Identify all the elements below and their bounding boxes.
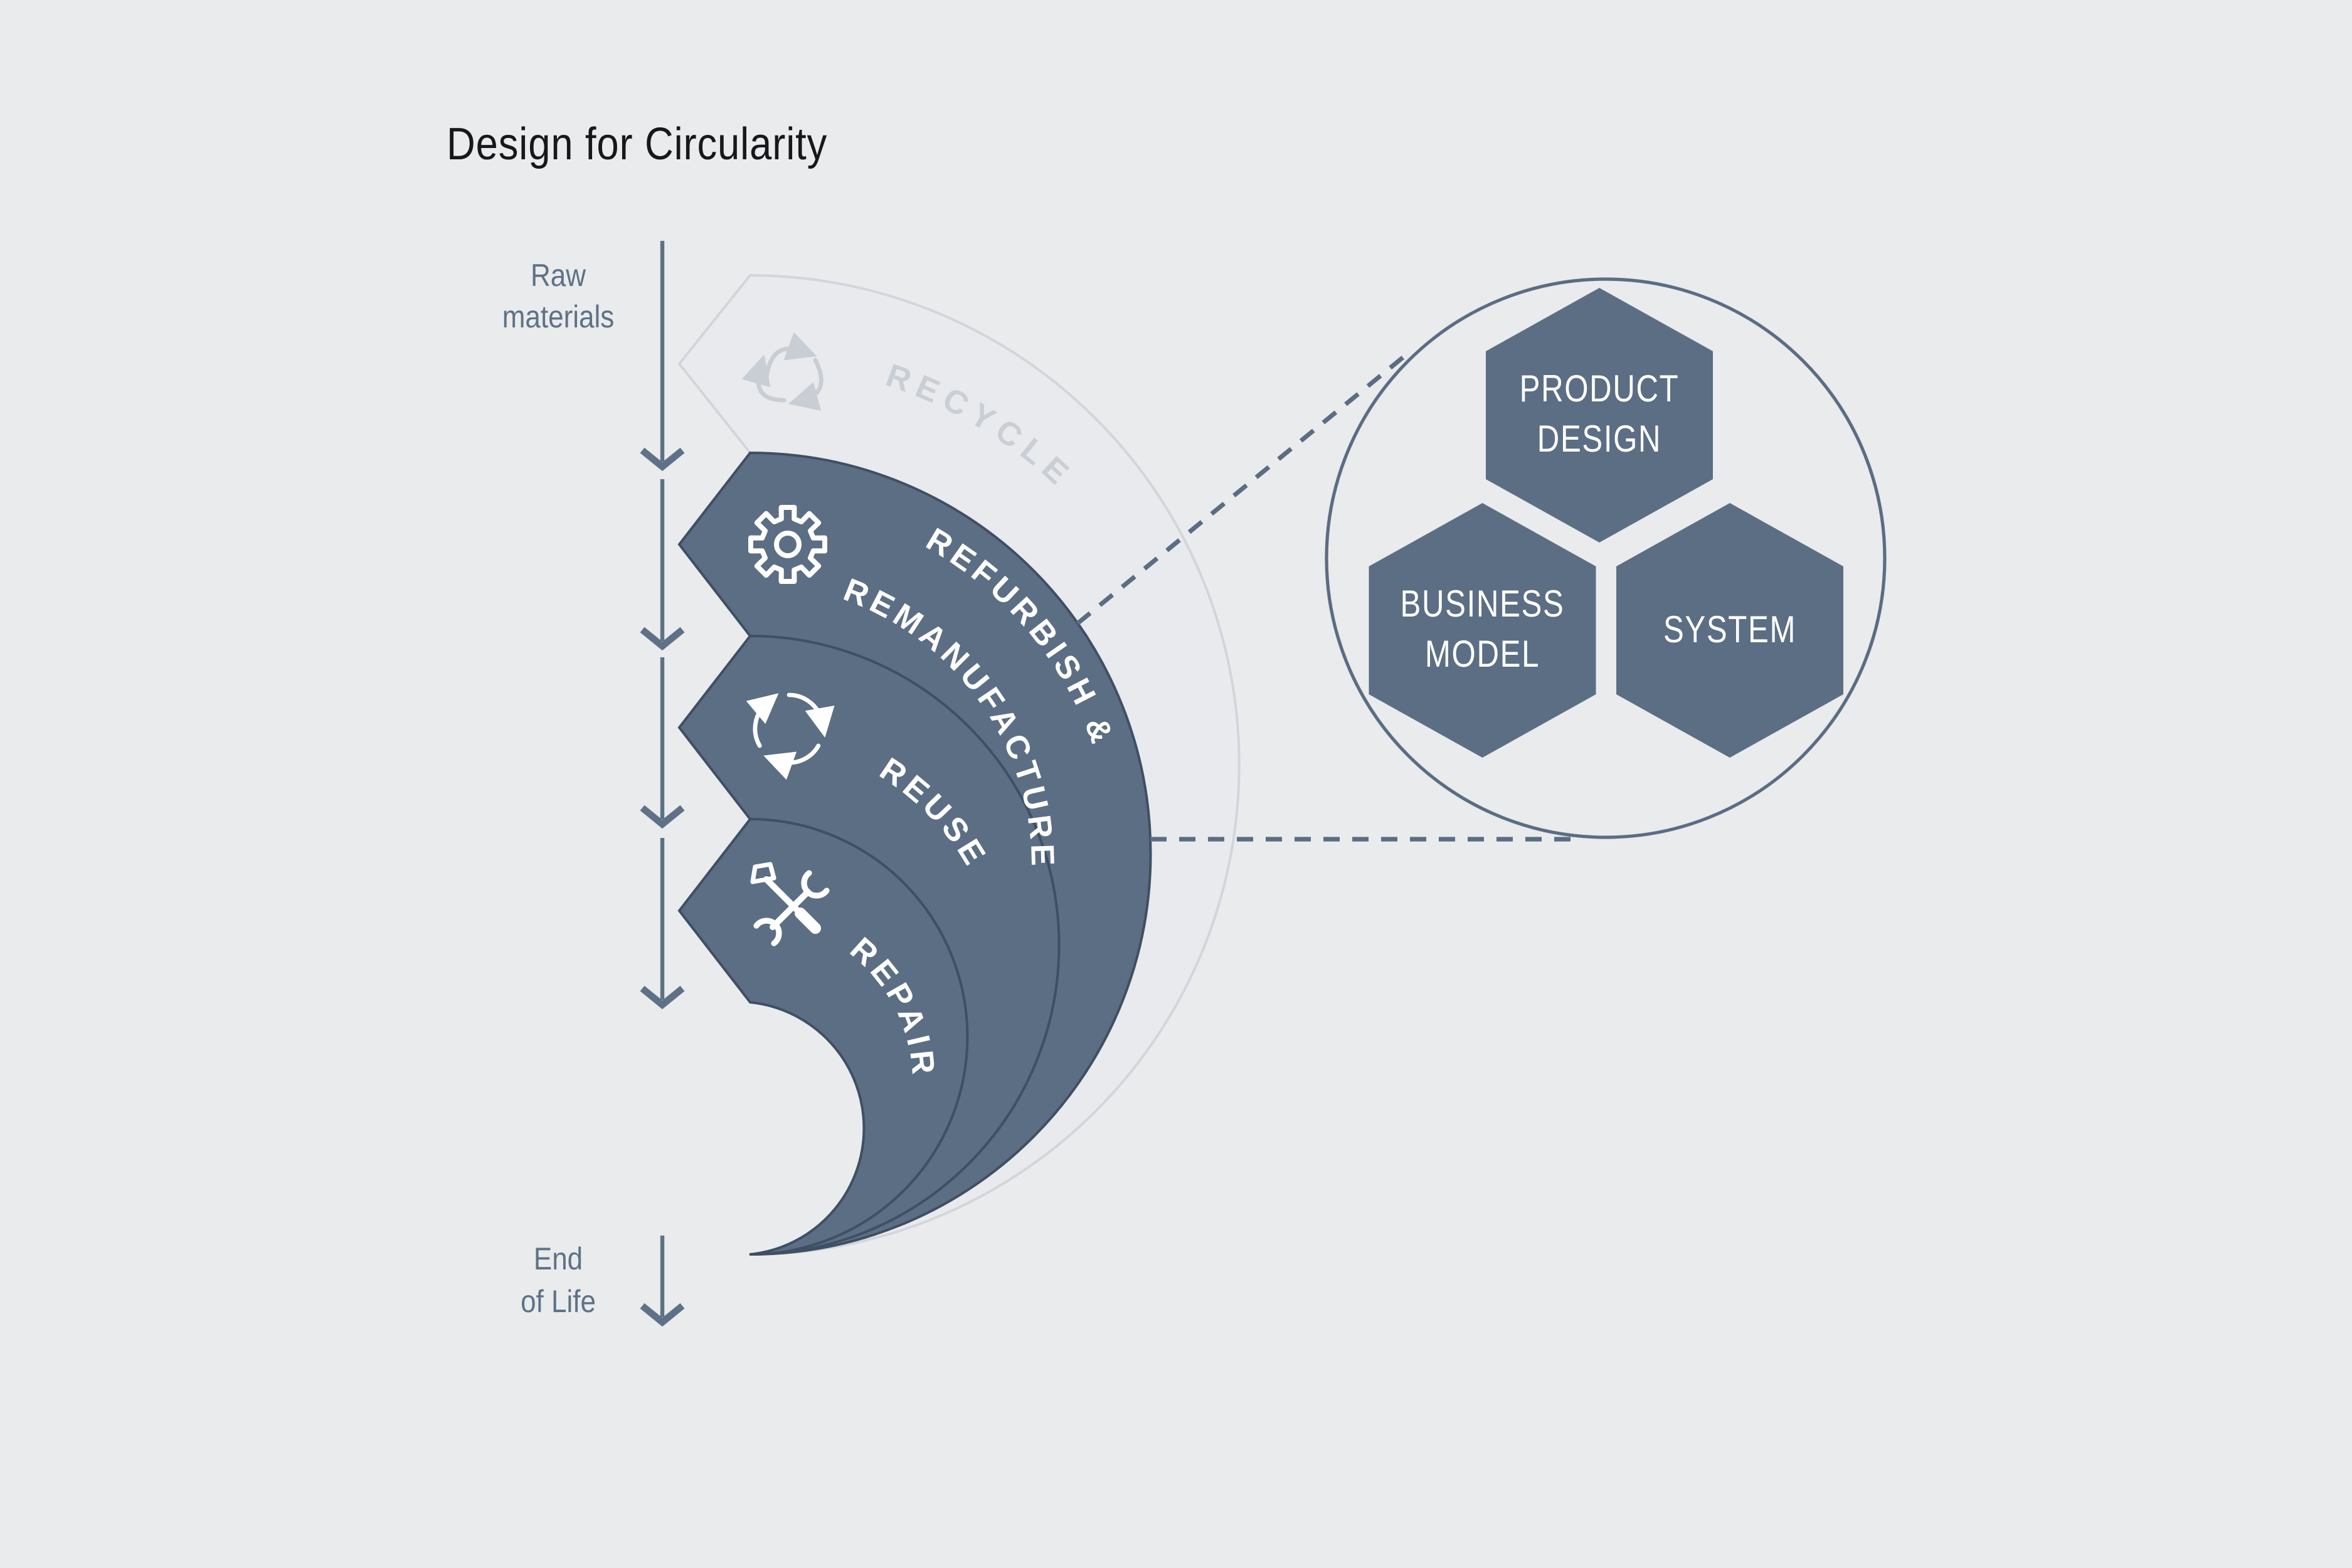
arrow-down-icon — [640, 1303, 685, 1327]
repair-band — [677, 817, 969, 1256]
connector-dashed-top — [1076, 352, 1409, 625]
hexagon-system-line1: SYSTEM — [1663, 608, 1796, 650]
recycle-icon — [741, 332, 824, 411]
hexagon-system: SYSTEM — [1616, 503, 1843, 758]
hexagon-business-model: BUSINESS MODEL — [1369, 503, 1596, 758]
arrow-down-icon — [640, 985, 685, 1010]
hub-circle — [1325, 277, 1887, 839]
flow-arrow — [640, 241, 685, 1327]
hexagon-product-design-line2: DESIGN — [1537, 417, 1661, 460]
arrow-down-icon — [640, 447, 685, 472]
hexagon-product-design: PRODUCT DESIGN — [1486, 288, 1713, 543]
raw-materials-line2: materials — [502, 299, 614, 334]
end-of-life-line1: End — [534, 1241, 583, 1276]
raw-materials-label: Raw materials — [502, 257, 614, 334]
hexagon-business-model-line1: BUSINESS — [1401, 582, 1565, 625]
end-of-life-line2: of Life — [521, 1283, 596, 1318]
end-of-life-label: End of Life — [521, 1241, 596, 1318]
arrow-down-icon — [640, 805, 685, 829]
raw-materials-line1: Raw — [531, 257, 586, 292]
page-title: Design for Circularity — [447, 119, 827, 169]
tools-icon — [750, 862, 830, 946]
cycle-arrows-icon — [746, 692, 835, 780]
hexagon-product-design-line1: PRODUCT — [1520, 367, 1680, 410]
arrow-down-icon — [640, 627, 685, 651]
strategy-hub: PRODUCT DESIGN BUSINESS MODEL SYSTEM — [1325, 277, 1887, 839]
hexagon-business-model-line2: MODEL — [1425, 632, 1540, 675]
gear-icon — [748, 505, 827, 584]
